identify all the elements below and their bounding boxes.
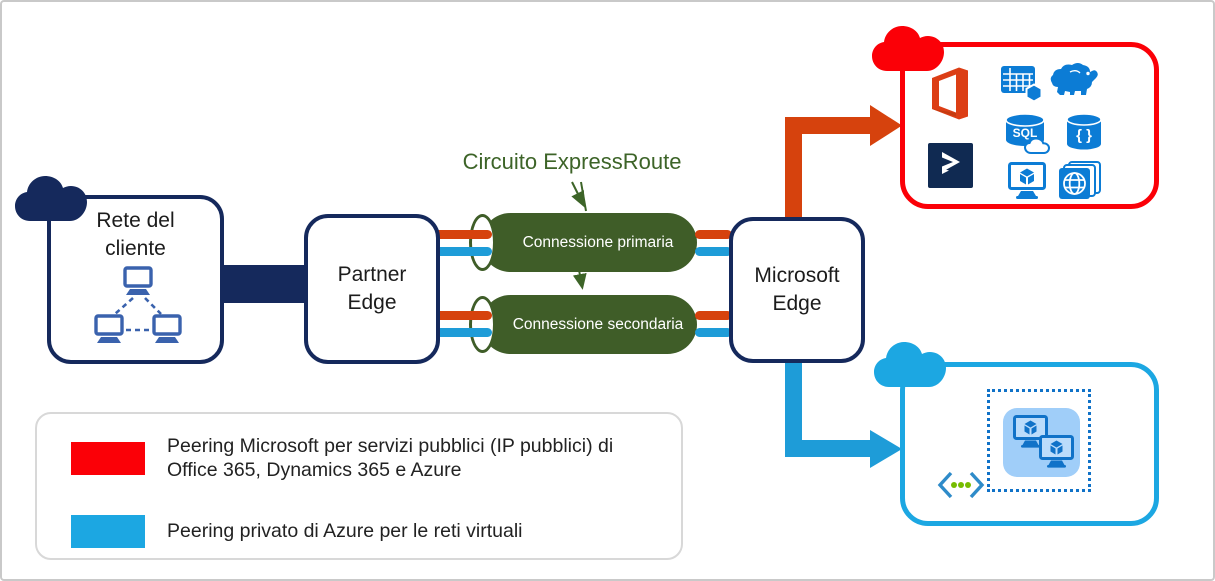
hdinsight-table-icon: [1001, 66, 1044, 105]
cylinder-body: [481, 213, 697, 272]
customer-network-icon: [93, 266, 183, 348]
public-services-cloud-icon: [871, 22, 947, 77]
web-apps-icon: [1057, 161, 1102, 200]
legend-swatch-private-peering: [71, 515, 145, 548]
microsoft-edge-box: Microsoft Edge: [729, 217, 865, 363]
cylinder-body: [481, 295, 697, 354]
circuit-pointer-primary: [571, 181, 585, 208]
secondary-connection-cylinder: Connessione secondaria: [469, 295, 697, 354]
secondary-red-strip-right: [695, 311, 732, 320]
primary-red-strip-left: [431, 230, 492, 239]
sql-database-cloud-icon: SQL: [1004, 112, 1051, 155]
cosmos-db-braces-icon: { }: [1065, 113, 1103, 151]
virtual-network-code-icon: [937, 471, 985, 499]
secondary-blue-strip-right: [695, 328, 732, 337]
secondary-connection-label: Connessione secondaria: [512, 315, 684, 333]
virtual-network-cloud-icon: [873, 338, 949, 393]
customer-cloud-icon: [14, 172, 90, 227]
circuit-pointer-secondary-upper: [580, 181, 587, 212]
dynamics-365-icon: [928, 143, 973, 188]
primary-blue-strip-right: [695, 247, 732, 256]
circuit-pointer-secondary: [572, 269, 587, 290]
sql-label: SQL: [1013, 126, 1038, 140]
partner-edge-box: Partner Edge: [304, 214, 440, 364]
secondary-blue-strip-left: [431, 328, 492, 337]
hadoop-elephant-icon: [1050, 62, 1100, 98]
cylinder-cap: [469, 214, 496, 271]
customer-network-label-line2: cliente: [105, 236, 166, 260]
microsoft-edge-label-line2: Edge: [772, 292, 822, 315]
legend-label-private-peering: Peering privato di Azure per le reti vir…: [167, 520, 523, 542]
customer-network-label-line1: Rete del: [96, 209, 175, 232]
legend-label-microsoft-peering: Peering Microsoft per servizi pubblici (…: [167, 435, 614, 481]
primary-connection-label: Connessione primaria: [522, 233, 674, 251]
private-peering-arrow: [785, 355, 902, 468]
partner-edge-label-line2: Edge: [347, 291, 397, 314]
braces-label: { }: [1076, 127, 1092, 144]
primary-blue-strip-left: [431, 247, 492, 256]
primary-connection-cylinder: Connessione primaria: [469, 213, 697, 272]
customer-network-box: Rete del cliente: [47, 195, 224, 364]
cylinder-cap: [469, 296, 496, 353]
secondary-red-strip-left: [431, 311, 492, 320]
customer-partner-link: [218, 265, 310, 303]
primary-red-strip-right: [695, 230, 732, 239]
legend-swatch-microsoft-peering: [71, 442, 145, 475]
circuit-expressroute-label: Circuito ExpressRoute: [462, 149, 682, 174]
office-365-icon: [926, 64, 973, 123]
partner-edge-label-line1: Partner: [337, 263, 407, 287]
vm-group-icon: [1011, 415, 1083, 475]
virtual-machine-icon: [1008, 162, 1046, 200]
vnet-boundary: [987, 389, 1091, 492]
microsoft-edge-label-line1: Microsoft: [754, 264, 840, 288]
microsoft-peering-arrow: [785, 105, 902, 217]
